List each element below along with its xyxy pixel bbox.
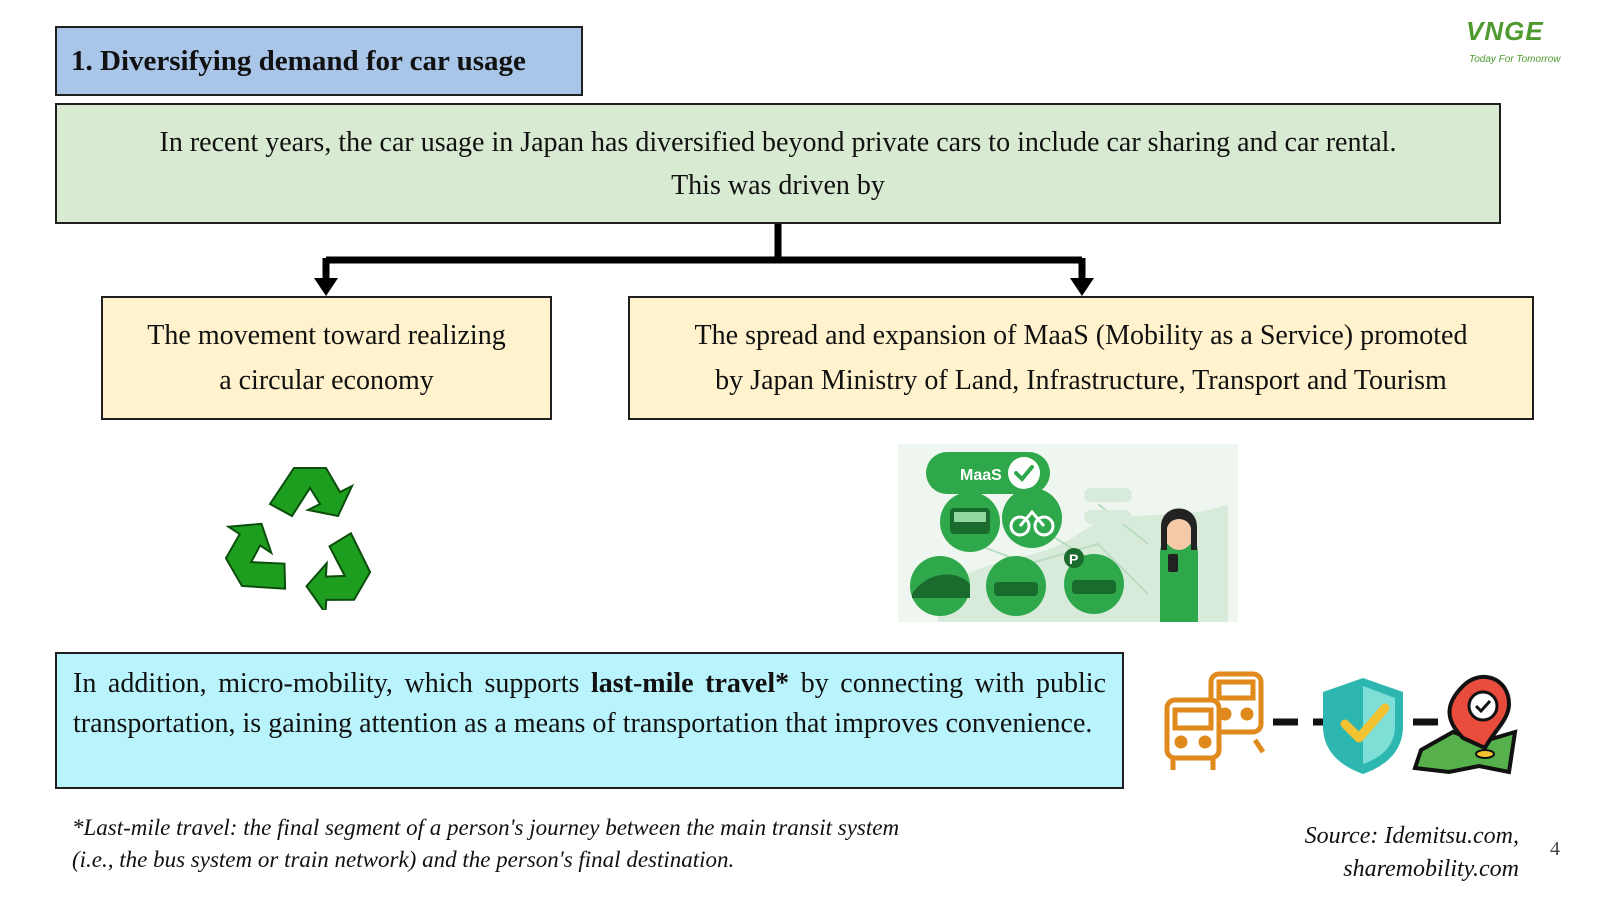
logo-tagline: Today For Tomorrow [1469,54,1561,65]
recycle-icon [224,467,372,610]
cause-2-line-1: The spread and expansion of MaaS (Mobili… [694,320,1468,351]
map-pin-icon [1412,675,1518,775]
source-citation: Source: Idemitsu.com, sharemobility.com [1230,820,1519,886]
cause-2-line-2: by Japan Ministry of Land, Infrastructur… [715,365,1447,396]
logo-wordmark: VNGE [1466,16,1544,46]
source-line-1: Source: Idemitsu.com, [1304,823,1519,849]
branch-connector [314,224,1094,296]
parking-icon [1064,548,1084,568]
page-number: 4 [1550,838,1560,860]
parking-label: P [1069,551,1078,567]
intro-line-1: In recent years, the car usage in Japan … [159,126,1397,158]
cause-maas: The spread and expansion of MaaS (Mobili… [628,296,1534,420]
maas-illustration: MaaS P [898,444,1238,622]
last-mile-icons [1164,671,1518,775]
bicycle-icon [1002,488,1062,548]
micro-text-after: by connecting with public transportation… [73,668,1107,739]
footnote-line-1: *Last-mile travel: the final segment of … [72,815,900,840]
micro-mobility-box: In addition, micro-mobility, which suppo… [55,652,1124,789]
cause-circular-economy: The movement toward realizing a circular… [101,296,552,420]
intro-box: In recent years, the car usage in Japan … [55,103,1501,224]
cause-1-line-2: a circular economy [219,365,434,396]
arrow-right-icon [1070,278,1094,296]
slide-title-text: 1. Diversifying demand for car usage [71,44,526,77]
intro-line-2: This was driven by [671,169,885,201]
arrow-left-icon [314,278,338,296]
micro-text-bold: last-mile travel* [590,668,790,699]
source-line-2: sharemobility.com [1343,856,1519,882]
bus-train-icon [1164,671,1266,770]
micro-text-before: In addition, micro-mobility, which suppo… [73,668,591,699]
footnote: *Last-mile travel: the final segment of … [72,812,1072,876]
footnote-line-2: (i.e., the bus system or train network) … [72,847,735,872]
cause-1-line-1: The movement toward realizing [147,320,506,351]
shield-check-icon [1323,678,1403,774]
slide-title: 1. Diversifying demand for car usage [55,26,583,96]
company-logo: VNGE Today For Tomorrow [1462,6,1597,70]
maas-badge-label: MaaS [960,467,1002,484]
person-with-phone-icon [1160,508,1198,622]
